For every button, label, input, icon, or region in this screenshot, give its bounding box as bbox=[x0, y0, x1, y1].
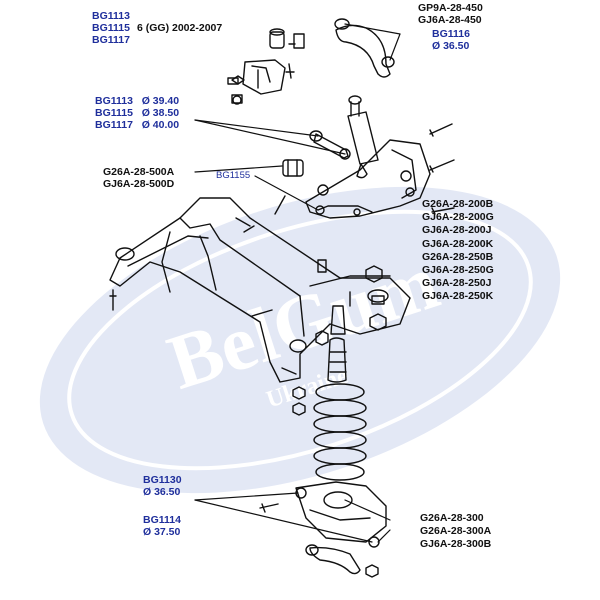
middle-bushing bbox=[282, 159, 329, 196]
link-parts: G26A-28-500A GJ6A-28-500D bbox=[103, 166, 174, 190]
right-part-8: GJ6A-28-250K bbox=[422, 290, 494, 303]
bottom-right-part-1: G26A-28-300 bbox=[420, 512, 484, 524]
bg1155-label: BG1155 bbox=[216, 170, 251, 181]
header-codes: BG1113 BG1115 BG1117 bbox=[92, 10, 130, 46]
header-code-2: BG1115 bbox=[92, 22, 130, 34]
right-part-7: GJ6A-28-250J bbox=[422, 277, 492, 290]
right-parts: G26A-28-200B GJ6A-28-200G GJ6A-28-200J G… bbox=[422, 198, 494, 304]
right-part-1: G26A-28-200B bbox=[422, 198, 494, 210]
bolts-right bbox=[274, 123, 455, 215]
link-part-1: G26A-28-500A bbox=[103, 166, 175, 178]
small-fasteners bbox=[227, 77, 243, 104]
left-group-row-3: BG1117 Ø 40.00 bbox=[95, 119, 180, 131]
nut-column-right bbox=[365, 265, 387, 331]
bottom-left-group-1: BG1130 Ø 36.50 bbox=[143, 474, 182, 498]
left-group-row-1: BG1113 Ø 39.40 bbox=[95, 95, 180, 107]
top-right-code: BG1116 bbox=[432, 28, 470, 40]
link-part-2: GJ6A-28-500D bbox=[103, 178, 175, 190]
left-group-row-2: BG1115 Ø 38.50 bbox=[95, 107, 180, 119]
bottom-left-code-1: BG1130 bbox=[143, 474, 182, 486]
header-code-1: BG1113 bbox=[92, 10, 130, 22]
coil-spring bbox=[313, 383, 367, 481]
top-right-part-1: GP9A-28-450 bbox=[418, 2, 483, 14]
right-part-5: G26A-28-250B bbox=[422, 250, 494, 263]
trailing-link bbox=[309, 130, 351, 160]
small-nuts-lower bbox=[281, 367, 306, 416]
bottom-left-diameter-1: Ø 36.50 bbox=[143, 486, 181, 498]
bottom-right-part-3: GJ6A-28-300B bbox=[420, 538, 492, 550]
bottom-left-diameter-2: Ø 37.50 bbox=[143, 526, 181, 538]
right-part-4: GJ6A-28-200K bbox=[422, 237, 494, 250]
top-right-diameter: Ø 36.50 bbox=[432, 40, 470, 52]
knuckle-hub bbox=[305, 139, 431, 219]
bump-stop bbox=[109, 259, 347, 383]
header-model: 6 (GG) 2002-2007 bbox=[137, 22, 223, 34]
top-right-part-2: GJ6A-28-450 bbox=[418, 14, 482, 26]
bottom-right-part-2: G26A-28-300A bbox=[420, 525, 492, 537]
subframe bbox=[109, 197, 411, 383]
lower-control-arm bbox=[259, 481, 387, 578]
right-part-3: GJ6A-28-200J bbox=[422, 224, 492, 237]
top-right-parts: GP9A-28-450 GJ6A-28-450 bbox=[418, 2, 483, 26]
shock-absorber bbox=[347, 95, 379, 179]
left-group: BG1113 Ø 39.40 BG1115 Ø 38.50 BG1117 Ø 4… bbox=[95, 95, 179, 131]
header-code-3: BG1117 bbox=[92, 34, 130, 46]
right-part-6: GJ6A-28-250G bbox=[422, 264, 494, 277]
bottom-left-group-2: BG1114 Ø 37.50 bbox=[143, 514, 181, 538]
leader-lines bbox=[194, 23, 401, 543]
bottom-left-code-2: BG1114 bbox=[143, 514, 181, 526]
right-part-2: GJ6A-28-200G bbox=[422, 211, 494, 224]
top-bushing-parts bbox=[231, 28, 305, 105]
bottom-right-parts: G26A-28-300 G26A-28-300A GJ6A-28-300B bbox=[420, 512, 491, 551]
